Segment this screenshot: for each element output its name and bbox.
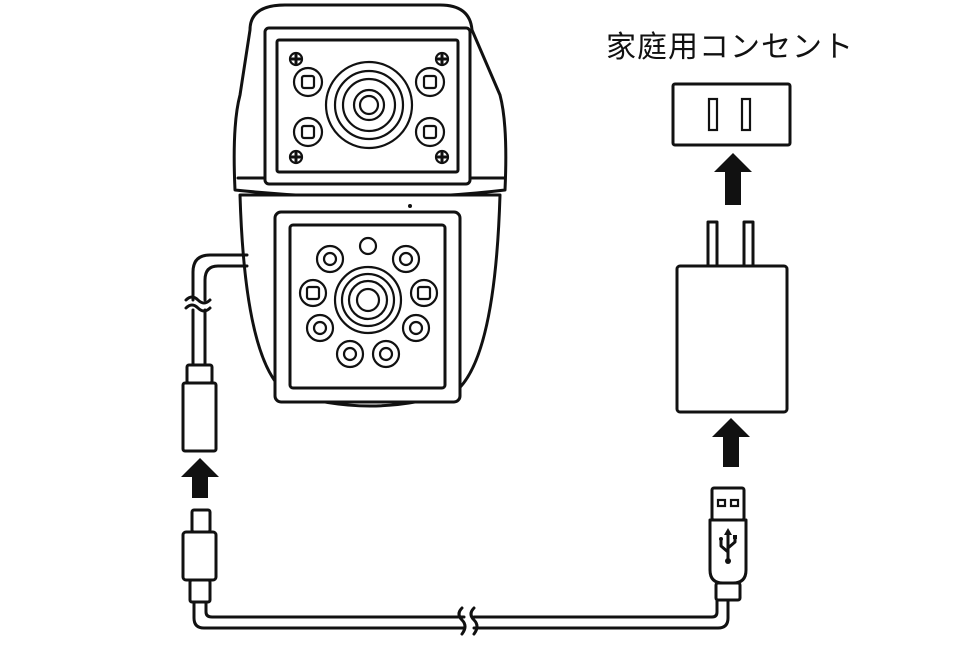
arrow-up-camera-icon	[181, 458, 219, 498]
upper-lens	[324, 60, 414, 150]
lower-lens	[333, 265, 403, 335]
usb-cable	[192, 598, 730, 636]
arrow-up-outlet-icon	[714, 153, 752, 205]
usb-c-plug	[181, 508, 218, 604]
arrow-up-adapter-icon	[712, 418, 750, 467]
camera	[232, 3, 508, 408]
upper-screws	[288, 51, 450, 165]
usb-a-plug	[708, 486, 748, 602]
upper-ir-leds	[292, 66, 446, 148]
usb-ac-adapter	[675, 220, 789, 414]
camera-pigtail-cable	[181, 253, 249, 453]
wall-outlet	[671, 82, 792, 147]
outlet-label: 家庭用コンセント	[606, 30, 854, 65]
lower-ir-leds	[298, 244, 439, 369]
usb-c-socket	[181, 381, 218, 453]
usb-symbol-icon	[719, 528, 737, 564]
